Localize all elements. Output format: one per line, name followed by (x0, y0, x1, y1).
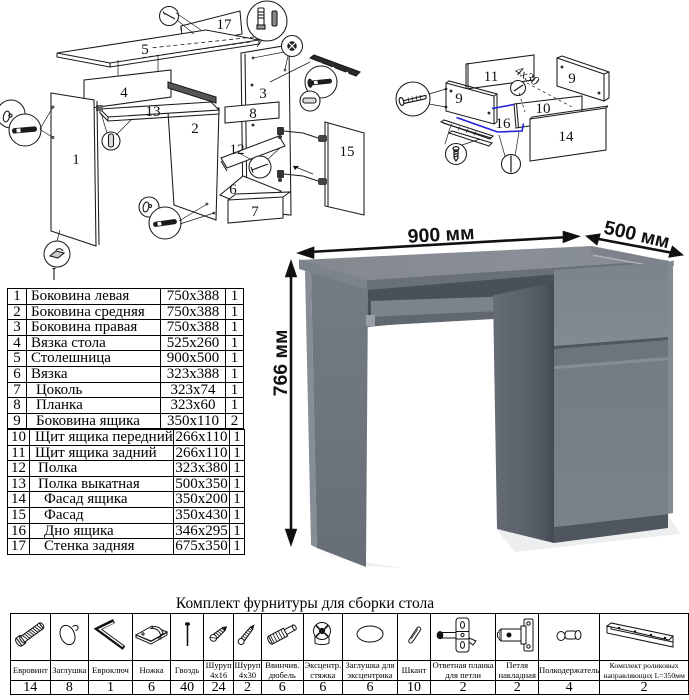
svg-text:1: 1 (72, 152, 80, 168)
svg-text:11: 11 (484, 69, 498, 85)
svg-text:4: 4 (120, 85, 128, 101)
svg-text:6: 6 (229, 182, 237, 198)
svg-text:12: 12 (230, 142, 245, 158)
svg-text:7: 7 (251, 204, 259, 220)
svg-text:13: 13 (146, 104, 161, 120)
svg-text:10: 10 (536, 101, 551, 117)
svg-text:2: 2 (191, 121, 199, 137)
svg-text:766 мм: 766 мм (270, 330, 292, 397)
svg-text:17: 17 (217, 17, 233, 33)
svg-text:16: 16 (496, 116, 512, 132)
svg-text:9: 9 (568, 71, 576, 87)
svg-text:5: 5 (141, 42, 149, 58)
svg-text:9: 9 (455, 91, 463, 107)
svg-text:3: 3 (259, 86, 267, 102)
svg-text:15: 15 (340, 144, 355, 160)
svg-text:500 мм: 500 мм (602, 217, 672, 253)
svg-text:14: 14 (559, 129, 575, 145)
svg-text:8: 8 (249, 106, 257, 122)
svg-text:900 мм: 900 мм (407, 222, 475, 248)
